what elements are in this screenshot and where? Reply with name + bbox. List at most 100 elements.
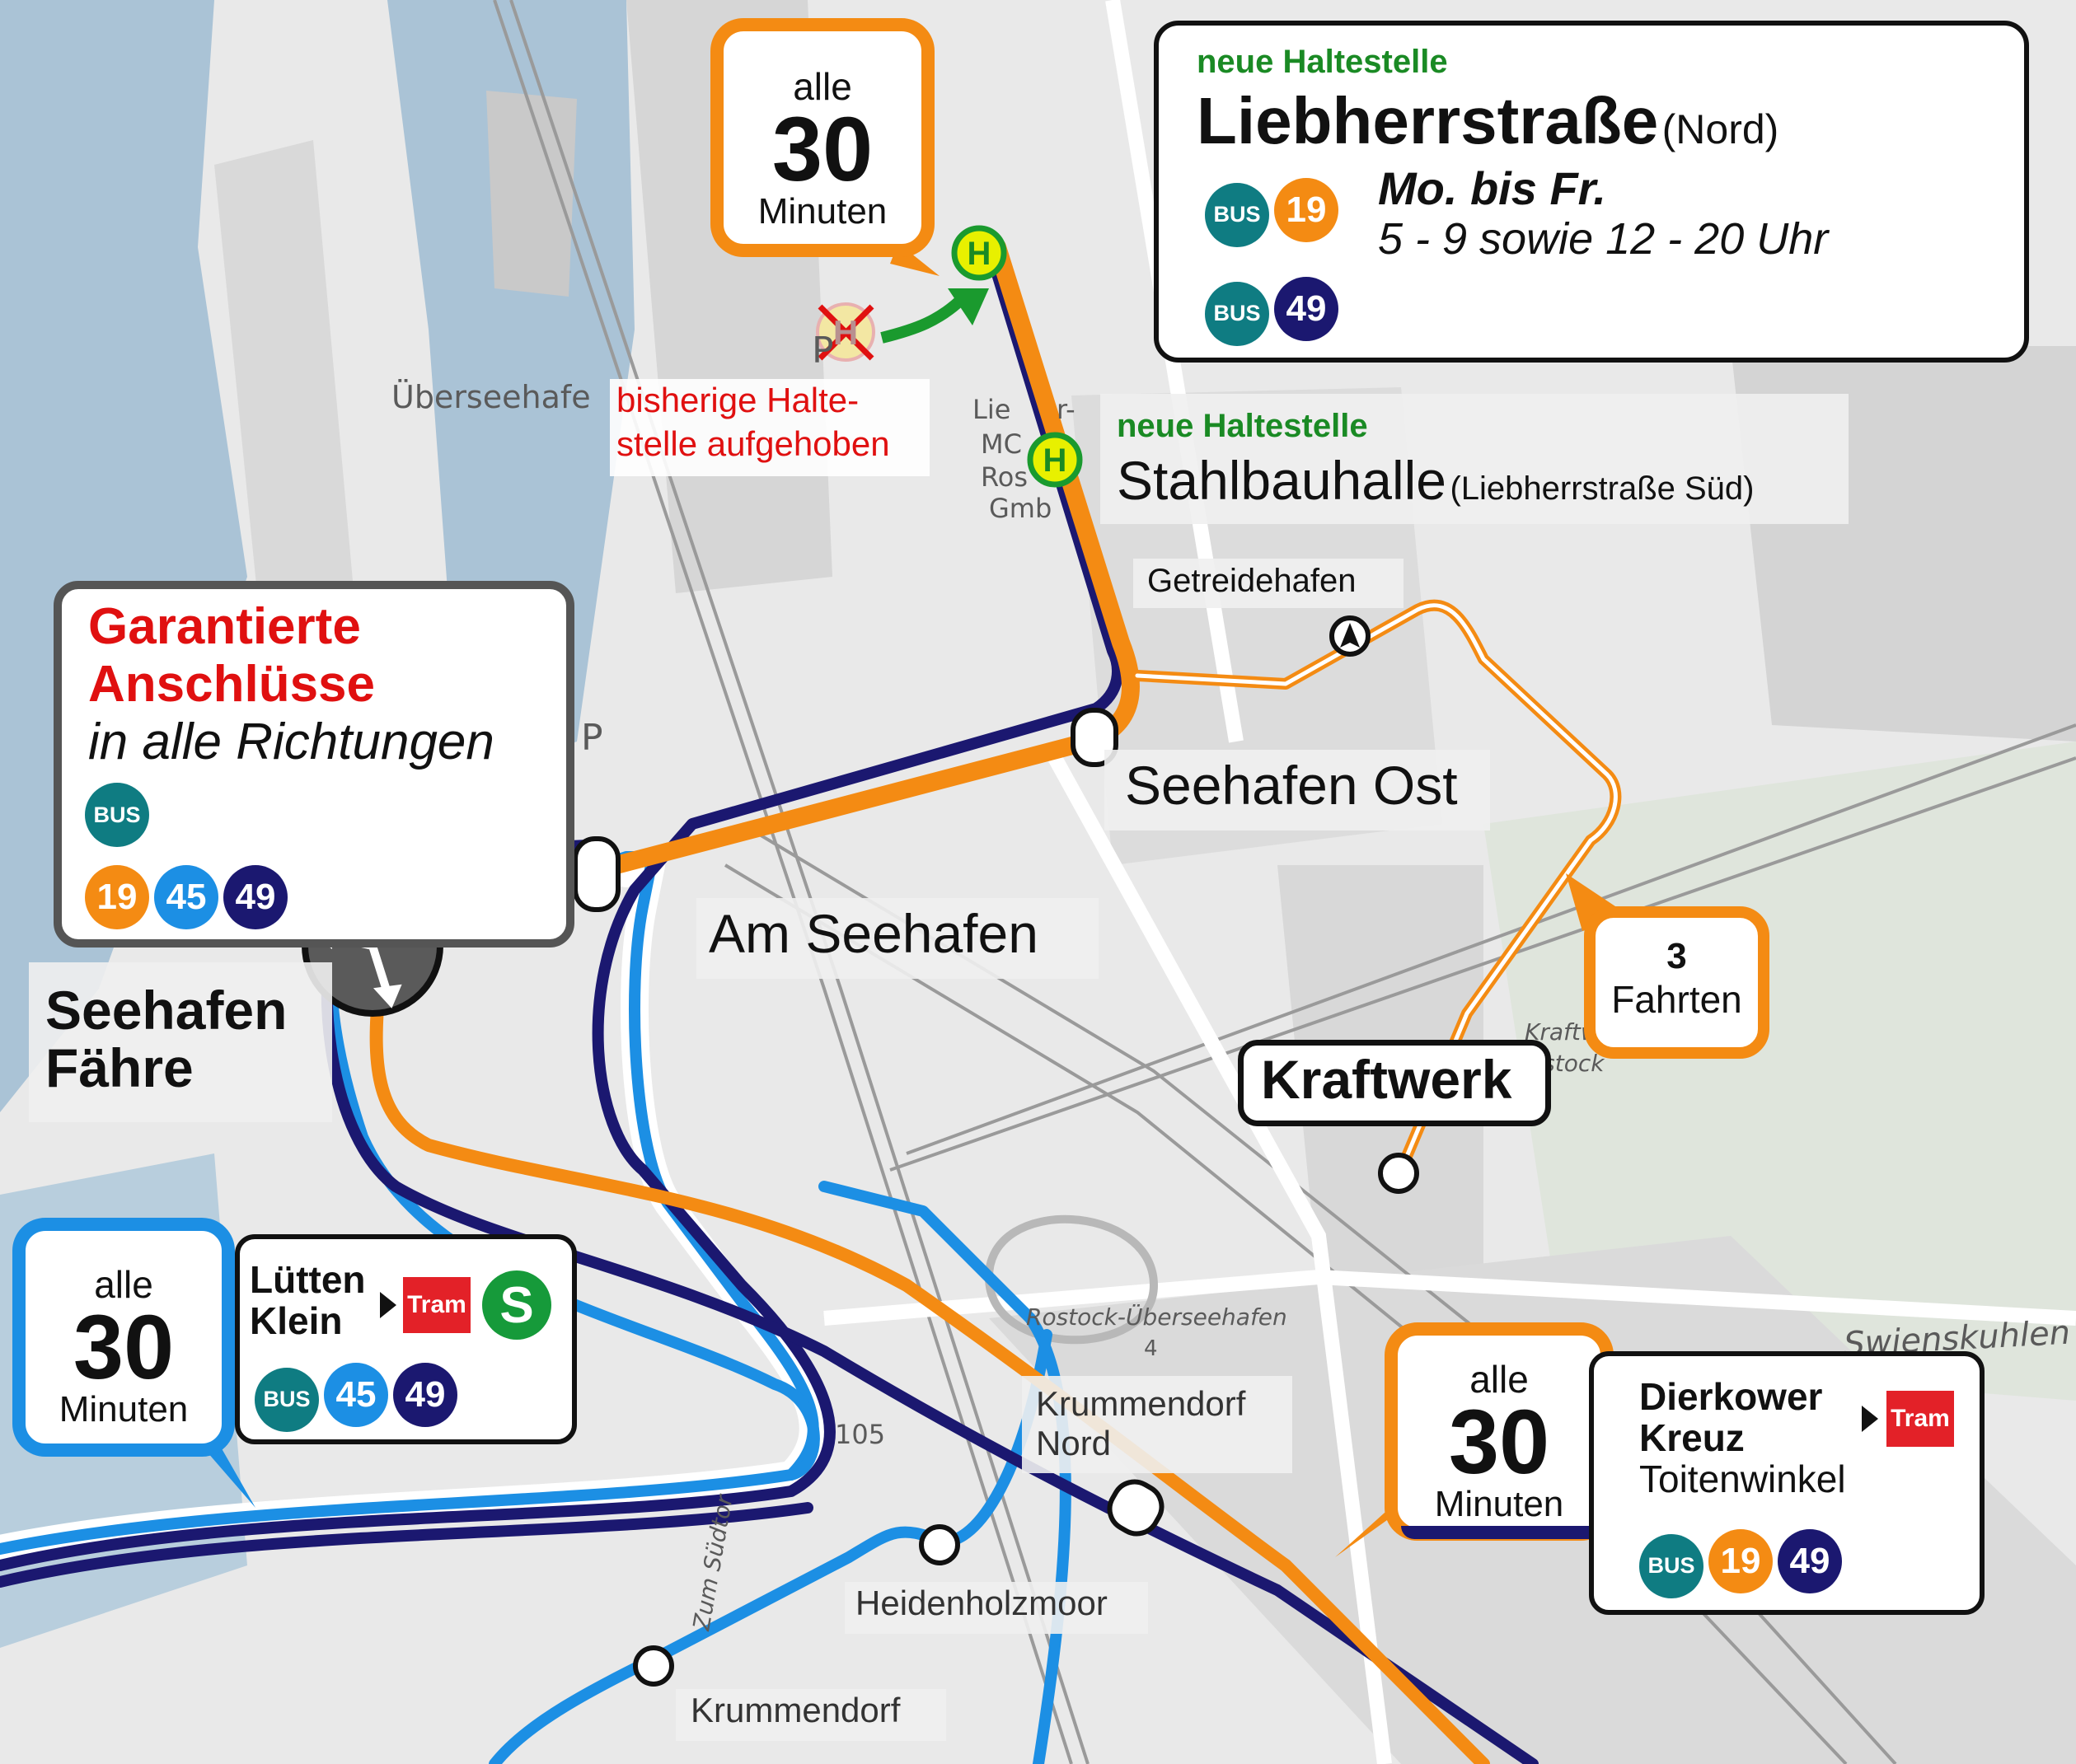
krummendorf-plate (676, 1689, 946, 1741)
krummendorf-nord-plate (1022, 1376, 1292, 1473)
freq-callout-left: alle 30 Minuten (12, 1218, 235, 1457)
luetten-name-1: Lütten (250, 1258, 366, 1301)
freq-callout-top: alle 30 Minuten (710, 18, 935, 257)
removed-stop-line2: stelle aufgehoben (616, 424, 890, 463)
luetten-transfer: Tram S (380, 1270, 551, 1340)
bus-icon: BUS (85, 783, 149, 847)
map-label-liebherr-frag-4: Ros (981, 461, 1028, 493)
map-label-parking-2: P (581, 717, 603, 759)
tram-icon: Tram (403, 1277, 471, 1333)
line-badge-19: 19 (1274, 178, 1338, 242)
dierkower-name-2: Kreuz (1639, 1416, 1745, 1459)
freq-right-bottom-accent (1401, 1526, 1614, 1539)
freq-top-alle: alle (793, 65, 852, 108)
seehafen-ost-plate (1104, 750, 1490, 831)
harbour-basin-2 (486, 91, 577, 297)
freq-right-number: 30 (1448, 1392, 1550, 1493)
new-stop-liebherr-h: H (968, 236, 991, 272)
stahlbau-name: Stahlbauhalle (Liebherrstraße Süd) (1117, 449, 1755, 512)
luetten-name-2: Klein (250, 1299, 343, 1342)
stop-marker-krummendorf (633, 1645, 674, 1687)
map-label-road-105: 105 (835, 1419, 885, 1450)
map-label-rostock-ueberseehafen: Rostock-Überseehafen (1026, 1303, 1287, 1331)
arrow-right-icon (1862, 1406, 1878, 1432)
tram-icon: Tram (1886, 1391, 1954, 1447)
removed-stop-cross-2 (818, 304, 874, 361)
fahrten-label: Fahrten (1611, 978, 1742, 1021)
line-badge-49: 49 (393, 1363, 457, 1427)
relocation-arrowhead (948, 288, 989, 325)
liebherr-title-suffix: (Nord) (1661, 106, 1779, 152)
bus-icon: BUS (1639, 1533, 1703, 1598)
freq-top-unit: Minuten (757, 191, 888, 232)
stop-marker-am-seehafen (573, 836, 621, 912)
freq-top-number: 30 (771, 99, 874, 200)
dierkower-name-1: Dierkower (1639, 1375, 1823, 1418)
dierkower-name-3: Toitenwinkel (1639, 1458, 1846, 1500)
line-badge-49: 49 (1778, 1529, 1842, 1593)
freq-right-unit: Minuten (1434, 1484, 1564, 1524)
stop-marker-kraftwerk (1378, 1153, 1419, 1194)
line-badge-19: 19 (1708, 1529, 1773, 1593)
sbahn-icon: S (482, 1270, 551, 1340)
fahrten-callout: 3 Fahrten (1584, 906, 1769, 1059)
stop-label-seehafen-faehre-1: Seehafen (45, 980, 288, 1041)
heidenholzmoor-plate (845, 1582, 1148, 1634)
freq-left-alle: alle (94, 1263, 153, 1306)
arrow-right-icon (380, 1292, 396, 1318)
garantie-title-2: Anschlüsse (88, 656, 376, 713)
line-badge-19: 19 (85, 865, 149, 929)
am-seehafen-plate (696, 898, 1099, 979)
freq-right-alle: alle (1469, 1358, 1529, 1401)
garantie-title-1: Garantierte (88, 598, 361, 655)
liebherr-info-box: neue Haltestelle Liebherrstraße (Nord) B… (1154, 21, 2029, 363)
map-label-liebherr-frag-2: r- (1057, 394, 1075, 425)
stop-marker-heidenholzmoor (919, 1524, 960, 1565)
map-label-liebherr-frag-1: Lie (972, 394, 1010, 425)
stahlbau-plate (1100, 394, 1849, 524)
getreidehafen-plate (1133, 559, 1404, 608)
dierkower-transfer: Tram (1862, 1391, 1954, 1447)
fahrten-num: 3 (1666, 936, 1687, 976)
stop-label-krummendorf-nord-1: Krummendorf (1036, 1384, 1246, 1423)
garantie-subtitle: in alle Richtungen (88, 714, 494, 770)
removed-stop-plate (610, 379, 930, 476)
stop-label-krummendorf: Krummendorf (691, 1691, 901, 1729)
garantie-bus-row: BUS (85, 783, 154, 847)
line-badge-45: 45 (324, 1363, 388, 1427)
map-label-ueberseehafen: Überseehafe (391, 379, 591, 415)
new-stop-stahlbau-h: H (1043, 442, 1067, 479)
stop-label-am-seehafen: Am Seehafen (709, 903, 1038, 964)
liebherr-kicker: neue Haltestelle (1197, 44, 1448, 80)
removed-stop-h: H (833, 313, 858, 352)
stop-label-getreidehafen: Getreidehafen (1147, 563, 1357, 599)
stop-label-kraftwerk: Kraftwerk (1261, 1049, 1512, 1110)
line-badge-49: 49 (1274, 277, 1338, 341)
bus-icon: BUS (1205, 281, 1269, 346)
bus-icon: BUS (255, 1367, 319, 1432)
new-stop-liebherr-nord (951, 225, 1007, 281)
removed-stop-line1: bisherige Halte- (616, 381, 860, 419)
freq-left-unit: Minuten (59, 1389, 189, 1429)
liebherr-title: Liebherrstraße (Nord) (1197, 83, 1778, 159)
stahlbau-name-text: Stahlbauhalle (1117, 450, 1446, 511)
map-label-parking-1: P (812, 330, 834, 372)
seehafen-faehre-plate (29, 962, 332, 1122)
stahlbau-suffix: (Liebherrstraße Süd) (1450, 470, 1755, 507)
map-label-liebherr-frag-3: MC (981, 428, 1022, 460)
getreidehafen-direction-icon (1340, 623, 1360, 648)
bus-icon: BUS (1205, 182, 1269, 247)
new-stop-stahlbauhalle (1027, 432, 1083, 488)
road-loop (984, 1214, 1159, 1345)
liebherr-times: 5 - 9 sowie 12 - 20 Uhr (1378, 214, 1829, 264)
kraftwerk-label-box (1238, 1040, 1551, 1126)
garantie-box: Garantierte Anschlüsse in alle Richtunge… (54, 581, 574, 948)
liebherr-title-text: Liebherrstraße (1197, 84, 1659, 157)
stop-marker-krummendorf-nord (1107, 1479, 1165, 1537)
